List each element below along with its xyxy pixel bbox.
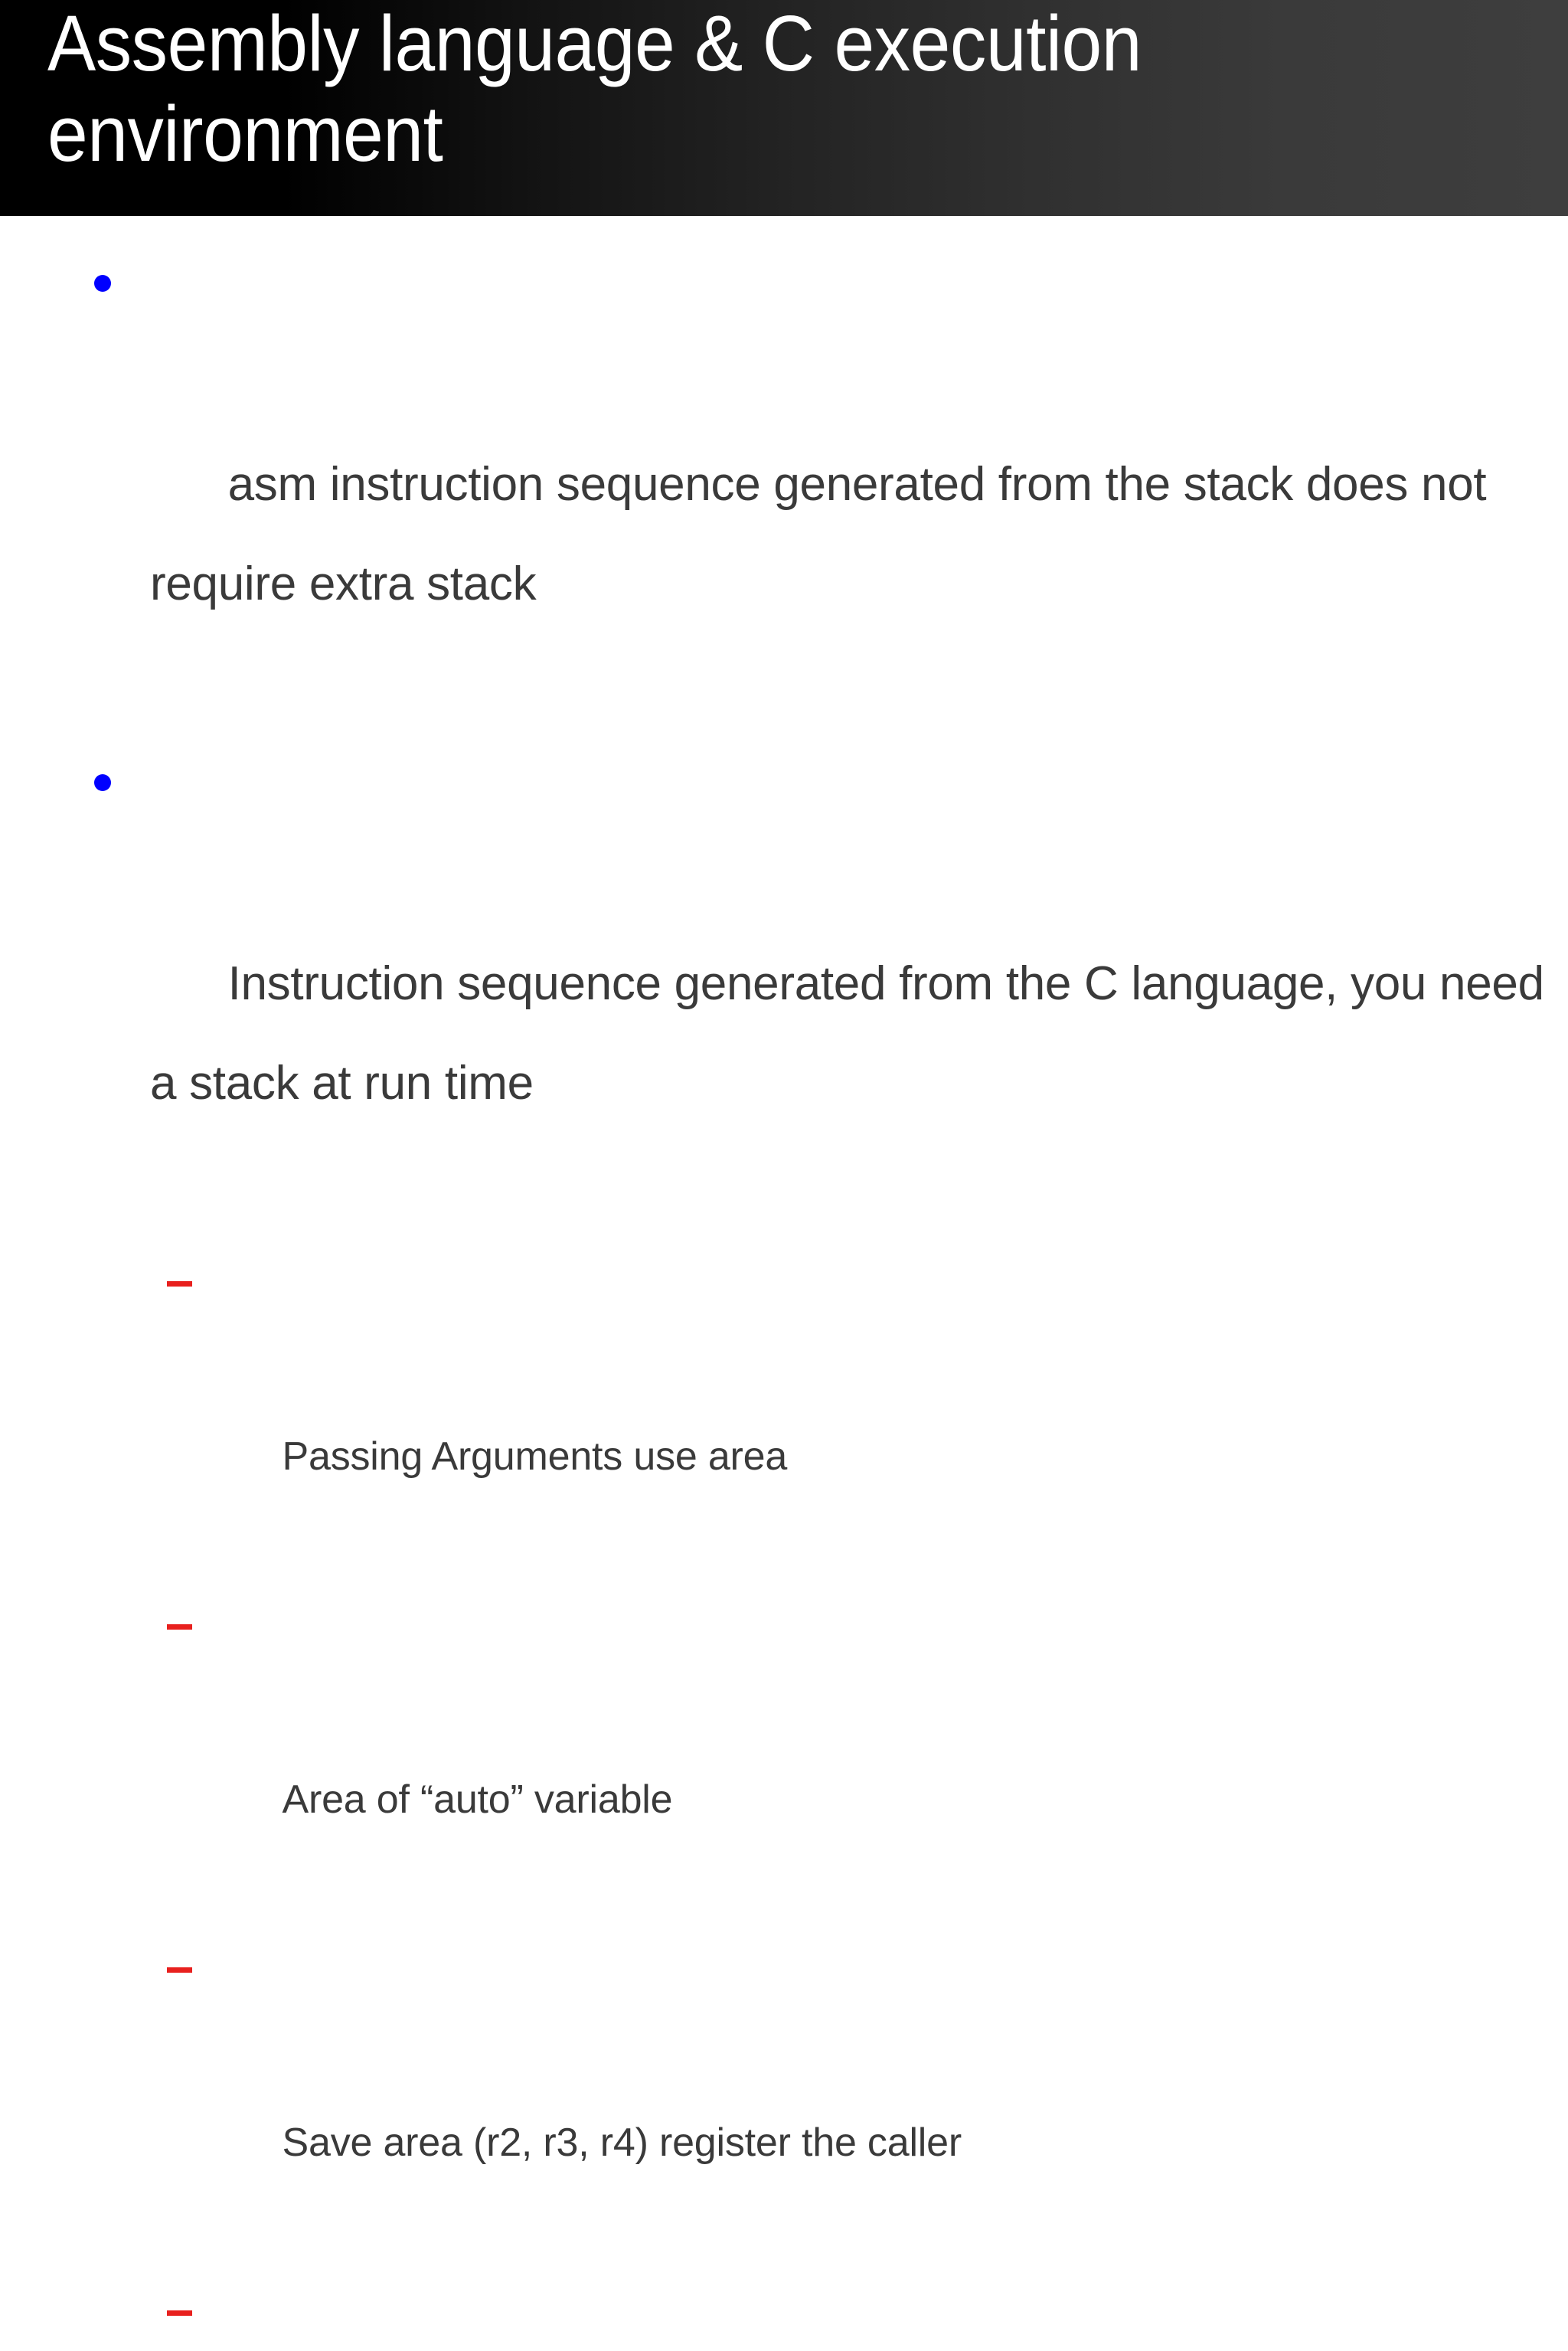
list-item-label: Instruction sequence generated from the …: [150, 957, 1557, 1110]
sub-list-item: Passing Arguments use area: [0, 1242, 1568, 1585]
list-item: Instruction sequence generated from the …: [0, 735, 1568, 1233]
dash-bullet-icon: [167, 1624, 192, 1630]
sub-list-item-label: Area of “auto” variable: [282, 1777, 673, 1822]
sub-list-item: Save area of the return address from the…: [0, 2271, 1568, 2351]
slide-body: asm instruction sequence generated from …: [0, 216, 1568, 2316]
list-item: asm instruction sequence generated from …: [0, 236, 1568, 734]
dash-bullet-icon: [167, 1967, 192, 1973]
dash-bullet-icon: [167, 2310, 192, 2316]
bullet-dot-icon: [94, 774, 111, 791]
dash-bullet-icon: [167, 1281, 192, 1287]
sub-list-item: Save area (r2, r3, r4) register the call…: [0, 1928, 1568, 2271]
sub-list-item: Area of “auto” variable: [0, 1585, 1568, 1928]
page-title: Assembly language & C execution environm…: [47, 0, 1161, 178]
list-item-label: asm instruction sequence generated from …: [150, 458, 1500, 610]
bullet-dot-icon: [94, 275, 111, 292]
sub-list-item-label: Passing Arguments use area: [282, 1434, 788, 1479]
sub-list-item-label: Save area (r2, r3, r4) register the call…: [282, 2120, 962, 2165]
slide-title-band: Assembly language & C execution environm…: [0, 0, 1568, 216]
